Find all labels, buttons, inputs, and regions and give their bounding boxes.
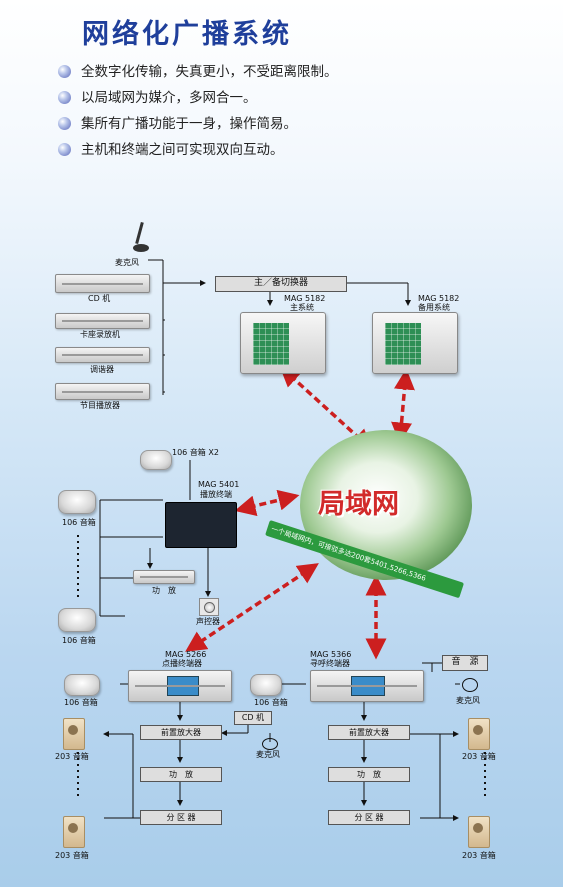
speaker-5366-label: 106 音箱 — [254, 698, 288, 707]
bullet-dot-icon — [58, 91, 71, 104]
speaker-106-icon — [64, 674, 100, 696]
zone-5366-box: 分 区 器 — [328, 810, 410, 825]
mic-5266-icon — [262, 738, 278, 750]
bullet-1: 全数字化传输，失真更小，不受距离限制。 — [58, 60, 338, 80]
speaker-106-icon — [58, 490, 96, 514]
microphone-label: 麦克风 — [115, 258, 139, 267]
tuner-label: 调谐器 — [90, 365, 114, 374]
cassette-deck-label: 卡座录放机 — [80, 330, 120, 339]
backup-host-name: 备用系统 — [418, 303, 450, 312]
bullet-dot-icon — [58, 117, 71, 130]
cd-player-5266-box: CD 机 — [234, 711, 272, 725]
page-title: 网络化广播系统 — [82, 19, 292, 50]
cd-player-device — [55, 274, 150, 293]
main-host-name: 主系统 — [290, 303, 314, 312]
main-backup-switcher: 主／备切换器 — [215, 276, 347, 292]
mag5266-screen — [167, 676, 199, 696]
amplifier-device — [133, 570, 195, 584]
backup-host-model: MAG 5182 — [418, 294, 460, 303]
zone-5266-box: 分 区 器 — [140, 810, 222, 825]
speaker-106-top-label: 106 音箱 — [62, 518, 96, 527]
col-5366-top-label: 203 音箱 — [462, 752, 496, 761]
audio-source-box: 音 源 — [442, 655, 488, 671]
speaker-106-icon — [140, 450, 172, 470]
bullet-3: 集所有广播功能于一身，操作简易。 — [58, 112, 297, 132]
knob-icon — [204, 602, 215, 613]
amp-5266-box: 功 放 — [140, 767, 222, 782]
speaker-203-icon — [63, 816, 85, 848]
volume-controller-device — [199, 598, 219, 616]
program-player-device — [55, 383, 150, 400]
main-host-screen — [253, 323, 289, 365]
speaker-203-icon — [468, 816, 490, 848]
cassette-deck-device — [55, 313, 150, 329]
amplifier-5401-label: 功 放 — [152, 586, 176, 595]
speaker-203-icon — [63, 718, 85, 750]
mag5366-model: MAG 5366 — [310, 650, 352, 659]
microphone-icon — [133, 221, 149, 256]
mic-5366-label: 麦克风 — [456, 696, 480, 705]
col-5266-top-label: 203 音箱 — [55, 752, 89, 761]
mag5266-model: MAG 5266 — [165, 650, 207, 659]
mag5266-terminal-unit — [128, 670, 232, 702]
bullet-dot-icon — [58, 65, 71, 78]
speaker-106-bottom-label: 106 音箱 — [62, 636, 96, 645]
col-5266-bottom-label: 203 音箱 — [55, 851, 89, 860]
mag5401-terminal-unit — [165, 502, 237, 548]
preamp-5366-box: 前置放大器 — [328, 725, 410, 740]
mag5366-terminal-unit — [310, 670, 424, 702]
amp-5366-box: 功 放 — [328, 767, 410, 782]
speaker-203-icon — [468, 718, 490, 750]
bullet-2: 以局域网为媒介，多网合一。 — [58, 86, 257, 106]
cd-player-label: CD 机 — [88, 294, 111, 303]
mag5366-screen — [351, 676, 385, 696]
volume-controller-label: 声控器 — [196, 617, 220, 626]
program-player-label: 节目播放器 — [80, 401, 120, 410]
bullet-dot-icon — [58, 143, 71, 156]
preamp-5266-box: 前置放大器 — [140, 725, 222, 740]
main-host-unit — [240, 312, 326, 374]
speaker-106-icon — [250, 674, 282, 696]
mag5401-name: 播放终端 — [200, 490, 232, 499]
backup-host-screen — [385, 323, 421, 365]
speaker-106-icon — [58, 608, 96, 632]
lan-title: 局域网 — [318, 489, 399, 520]
backup-host-unit — [372, 312, 458, 374]
mag5366-name: 寻呼终端器 — [310, 659, 350, 668]
mic-5366-icon — [462, 678, 478, 692]
tuner-device — [55, 347, 150, 363]
mag5266-name: 点播终端器 — [162, 659, 202, 668]
mic-5266-label: 麦克风 — [256, 750, 280, 759]
bullet-4: 主机和终端之间可实现双向互动。 — [58, 138, 284, 158]
col-5366-bottom-label: 203 音箱 — [462, 851, 496, 860]
main-host-model: MAG 5182 — [284, 294, 326, 303]
mag5401-model: MAG 5401 — [198, 480, 240, 489]
speaker-5266-label: 106 音箱 — [64, 698, 98, 707]
speaker-x2-label: 106 音箱 X2 — [172, 448, 219, 457]
